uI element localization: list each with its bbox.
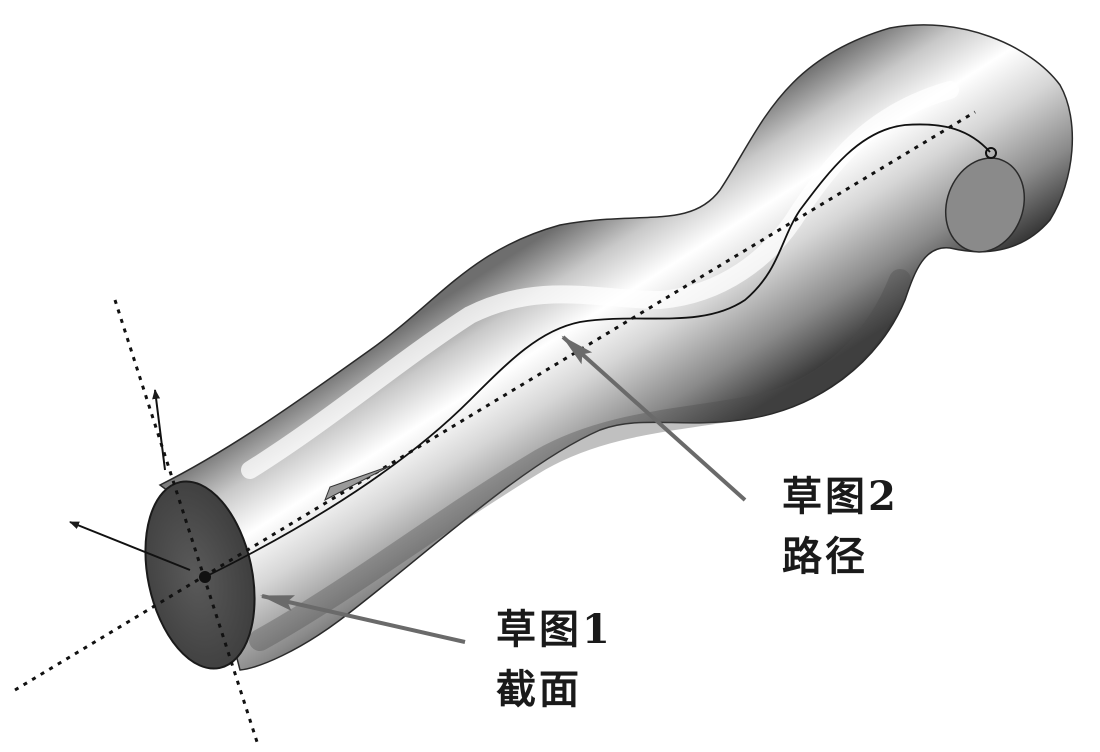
path-callout-line1: 草图2 (782, 473, 899, 520)
path-end-point (985, 147, 997, 159)
section-origin-point (199, 571, 211, 583)
section-callout: 草图1 截面 (496, 600, 613, 720)
path-callout: 草图2 路径 (782, 467, 899, 587)
path-callout-line2: 路径 (782, 533, 868, 580)
reference-axes (14, 110, 976, 746)
tube-body (158, 24, 1074, 671)
triad-up-arrow (152, 389, 166, 471)
sweep-axis-line (14, 110, 976, 692)
sweep-path-curve (204, 123, 991, 578)
path-direction-cone (324, 465, 391, 502)
path-leader-line (561, 335, 747, 502)
tube-highlight (241, 81, 959, 479)
leader-lines (260, 335, 747, 644)
swept-tube (144, 24, 1074, 671)
section-triad (69, 389, 211, 583)
tube-shadow (249, 269, 911, 651)
section-callout-line2: 截面 (496, 666, 582, 713)
tube-end-opening (944, 157, 1026, 253)
triad-left-arrow (69, 521, 191, 571)
section-leader-line (260, 594, 466, 644)
vertical-axis-line (113, 299, 260, 746)
section-callout-line1: 草图1 (496, 606, 613, 653)
